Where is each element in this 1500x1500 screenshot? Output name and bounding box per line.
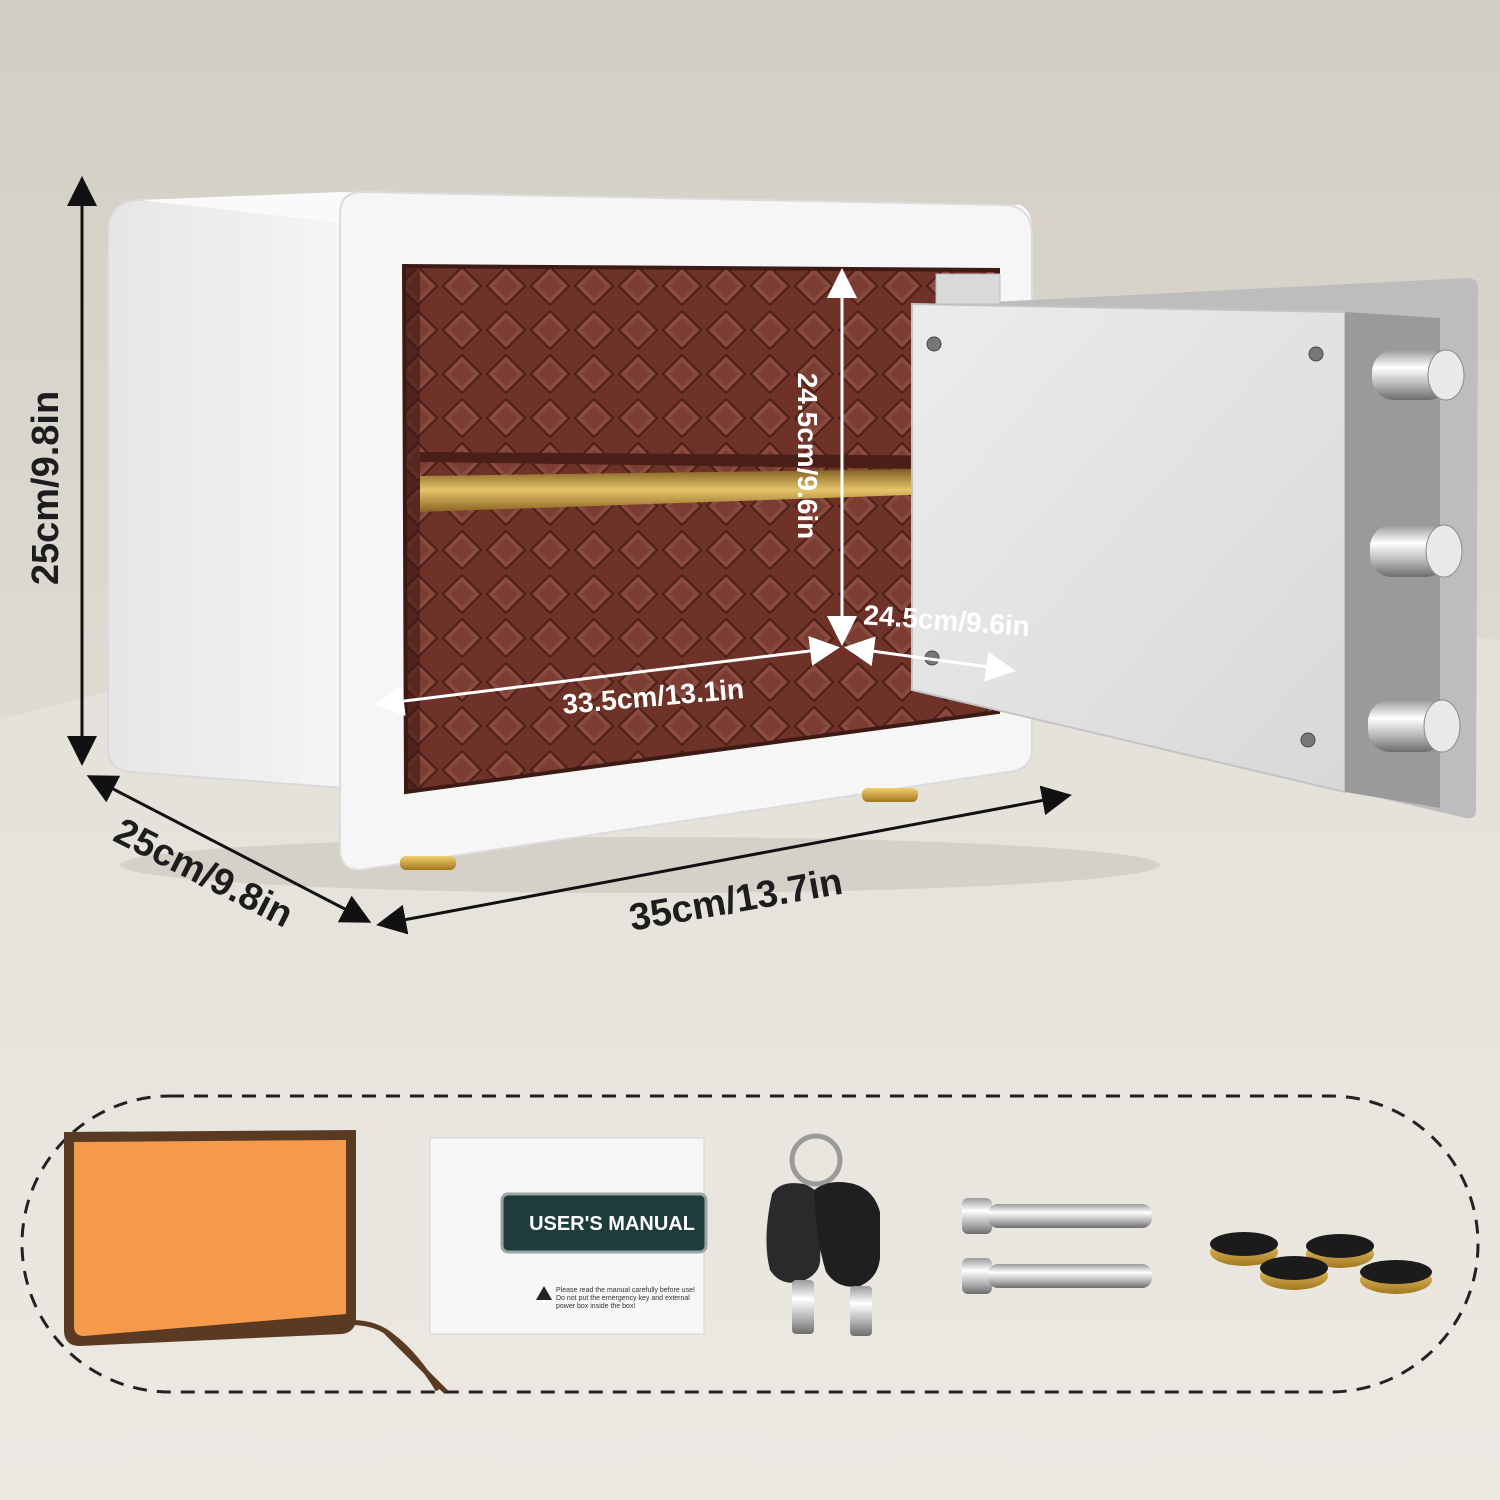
width-arrow xyxy=(376,785,1072,935)
warning-icon xyxy=(536,1286,552,1300)
locking-bolt xyxy=(1372,349,1465,401)
key-icon xyxy=(766,1133,880,1336)
pouch-icon xyxy=(64,1130,448,1394)
accessories-panel xyxy=(20,1094,1480,1394)
safe-door xyxy=(911,273,1478,819)
inner-depth-arrow xyxy=(844,636,1016,682)
manual-icon: USER'S MANUAL Please read the manual car… xyxy=(429,1137,708,1335)
door-hinge xyxy=(935,273,1001,305)
inner-width-arrow xyxy=(374,636,840,716)
locking-bolt xyxy=(1370,524,1463,578)
safe-interior xyxy=(401,263,1000,795)
screw-icon xyxy=(1308,346,1324,362)
depth-arrow xyxy=(86,775,372,923)
safe-side xyxy=(107,196,371,792)
anchor-bolt-icon xyxy=(962,1198,1152,1294)
manual-note-line2: Do not put the emergency key and externa… xyxy=(556,1295,690,1302)
inner-height-label: 24.5cm/9.6in xyxy=(792,373,823,540)
safe-foot xyxy=(862,788,918,802)
height-label: 25cm/9.8in xyxy=(25,391,67,585)
manual-note-line3: power box inside the box! xyxy=(556,1303,635,1310)
locking-bolt xyxy=(1368,699,1461,753)
manual-note-line1: Please read the manual carefully before … xyxy=(556,1287,695,1294)
screw-icon xyxy=(926,336,942,352)
manual-badge xyxy=(500,1192,708,1254)
rubber-foot-icon xyxy=(1210,1232,1432,1294)
safe-foot xyxy=(400,856,456,870)
screw-icon xyxy=(1300,732,1316,748)
manual-title: USER'S MANUAL xyxy=(529,1213,695,1235)
